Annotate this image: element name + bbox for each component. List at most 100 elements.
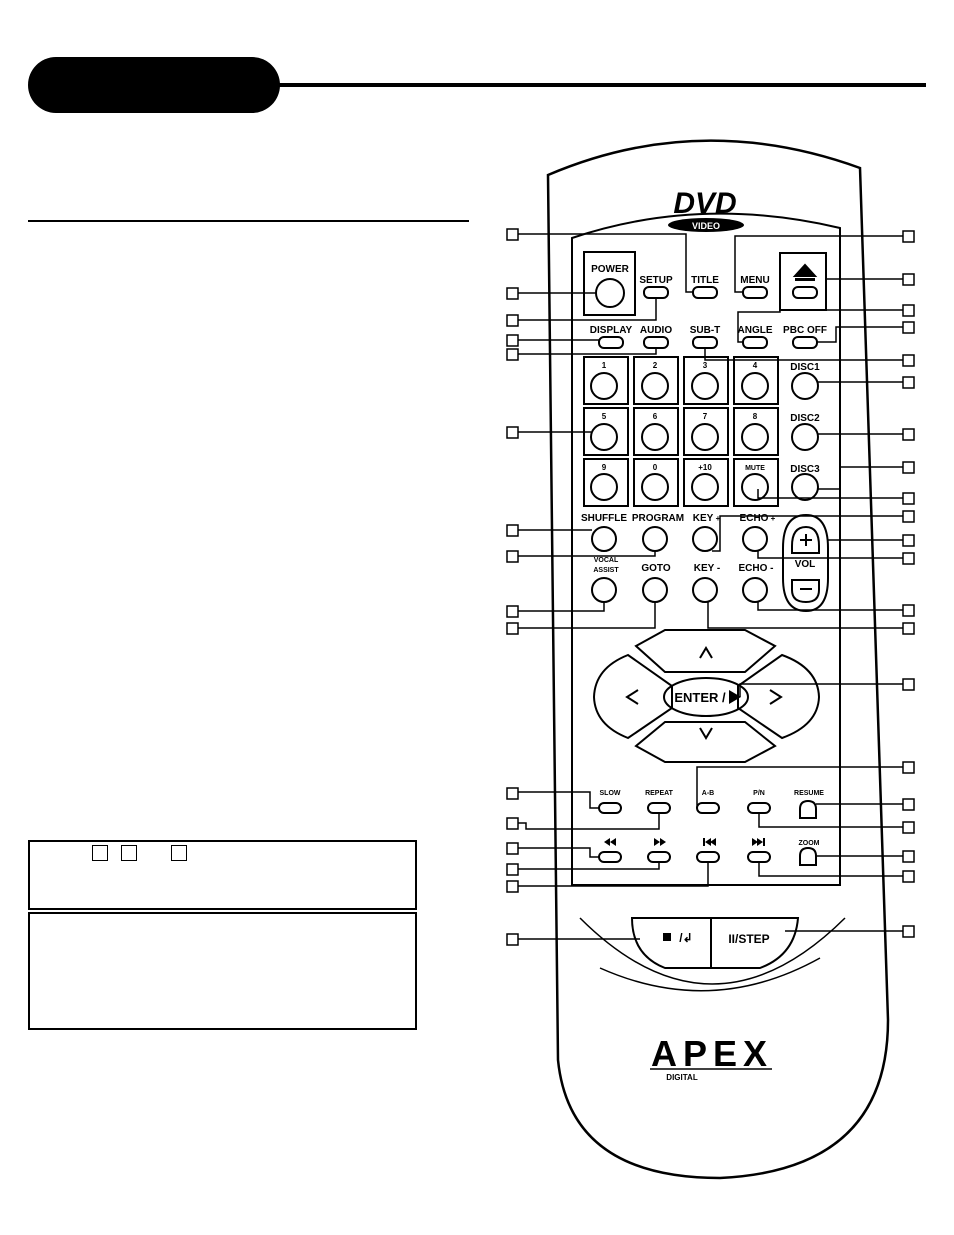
svg-text:0: 0 [653,463,658,472]
next-button[interactable] [747,851,771,863]
svg-text:VOCAL: VOCAL [594,557,619,564]
svg-text:II/STEP: II/STEP [728,932,769,946]
svg-text:A-B: A-B [702,790,714,797]
svg-text:4: 4 [753,361,758,370]
plus10-button[interactable] [691,473,719,501]
svg-text:5: 5 [602,412,607,421]
num-3-button[interactable] [691,372,719,400]
num-7-button[interactable] [691,423,719,451]
p-n-button[interactable] [747,802,771,814]
callout-markers-left [506,228,519,946]
menu-button[interactable] [742,286,768,299]
svg-text:APEX: APEX [651,1033,773,1074]
svg-text:P/N: P/N [753,790,765,797]
slow-button[interactable] [598,802,622,814]
num-0-button[interactable] [641,473,669,501]
svg-text:7: 7 [703,412,708,421]
vocal-assist-button[interactable] [591,577,617,603]
goto-button[interactable] [642,577,668,603]
resume-button[interactable] [799,799,817,819]
sub-t-button[interactable] [692,336,718,349]
key-plus-button[interactable] [692,526,718,552]
info-box [28,912,417,1030]
num-8-button[interactable] [741,423,769,451]
disc1-button[interactable] [791,372,819,400]
audio-button[interactable] [643,336,669,349]
num-5-button[interactable] [590,423,618,451]
svg-text:ECHO -: ECHO - [739,563,774,574]
pbc-off-button[interactable] [792,336,818,349]
svg-text:PROGRAM: PROGRAM [632,513,684,524]
svg-text:8: 8 [753,412,758,421]
svg-text:SUB-T: SUB-T [690,325,721,336]
disc3-button[interactable] [791,473,819,501]
eject-button-group[interactable] [779,252,827,311]
power-button-group[interactable]: POWER [583,251,636,316]
rewind-button[interactable] [598,851,622,863]
fast-forward-icon [654,838,666,846]
svg-text:SETUP: SETUP [639,275,673,286]
leader-lines [518,233,903,940]
svg-text:DISPLAY: DISPLAY [590,325,633,336]
mute-button[interactable] [741,473,769,501]
svg-text:ANGLE: ANGLE [738,325,773,336]
svg-text:ENTER /: ENTER / [674,690,726,705]
ref-square-3 [171,845,187,861]
echo-minus-button[interactable] [742,577,768,603]
display-button[interactable] [598,336,624,349]
svg-text:DISC2: DISC2 [790,413,820,424]
num-4-button[interactable] [741,372,769,400]
svg-text:MENU: MENU [740,275,769,286]
svg-text:KEY -: KEY - [694,563,721,574]
svg-text:ECHO: ECHO [740,513,769,524]
title-button[interactable] [692,286,718,299]
apex-logo: APEX DIGITAL [650,1033,773,1082]
fast-forward-button[interactable] [647,851,671,863]
a-b-button[interactable] [696,802,720,814]
svg-text:KEY: KEY [693,513,714,524]
svg-text:+: + [771,514,776,523]
ref-square-1 [92,845,108,861]
next-icon [752,838,765,846]
program-button[interactable] [642,526,668,552]
shuffle-button[interactable] [591,526,617,552]
callout-markers-right [902,230,915,938]
remote-body [546,139,890,1180]
return-icon: /↲ [679,931,692,945]
svg-text:VOL: VOL [795,559,816,570]
button-panel [571,212,841,886]
disc2-button[interactable] [791,423,819,451]
svg-text:SLOW: SLOW [600,790,621,797]
num-2-button[interactable] [641,372,669,400]
svg-text:RESUME: RESUME [794,790,824,797]
svg-text:+: + [716,514,721,523]
note-box [28,840,417,910]
svg-text:ZOOM: ZOOM [799,840,820,847]
key-minus-button[interactable] [692,577,718,603]
echo-plus-button[interactable] [742,526,768,552]
section-title-pill [28,57,280,113]
previous-button[interactable] [696,851,720,863]
num-9-button[interactable] [590,473,618,501]
svg-text:MUTE: MUTE [745,465,765,472]
num-1-button[interactable] [590,372,618,400]
svg-text:TITLE: TITLE [691,275,719,286]
svg-text:VIDEO: VIDEO [692,221,720,231]
stop-icon [663,933,671,941]
num-6-button[interactable] [641,423,669,451]
previous-icon [703,838,716,846]
angle-button[interactable] [742,336,768,349]
zoom-button[interactable] [799,846,817,866]
svg-text:PBC OFF: PBC OFF [783,325,827,336]
repeat-button[interactable] [647,802,671,814]
ref-square-2 [121,845,137,861]
stop-step-bar[interactable] [630,917,800,969]
svg-text:6: 6 [653,412,658,421]
svg-text:1: 1 [602,361,607,370]
volume-control[interactable] [782,513,829,613]
setup-button[interactable] [643,286,669,299]
navigation-pad[interactable] [592,629,821,763]
svg-text:REPEAT: REPEAT [645,790,674,797]
svg-text:SHUFFLE: SHUFFLE [581,513,627,524]
